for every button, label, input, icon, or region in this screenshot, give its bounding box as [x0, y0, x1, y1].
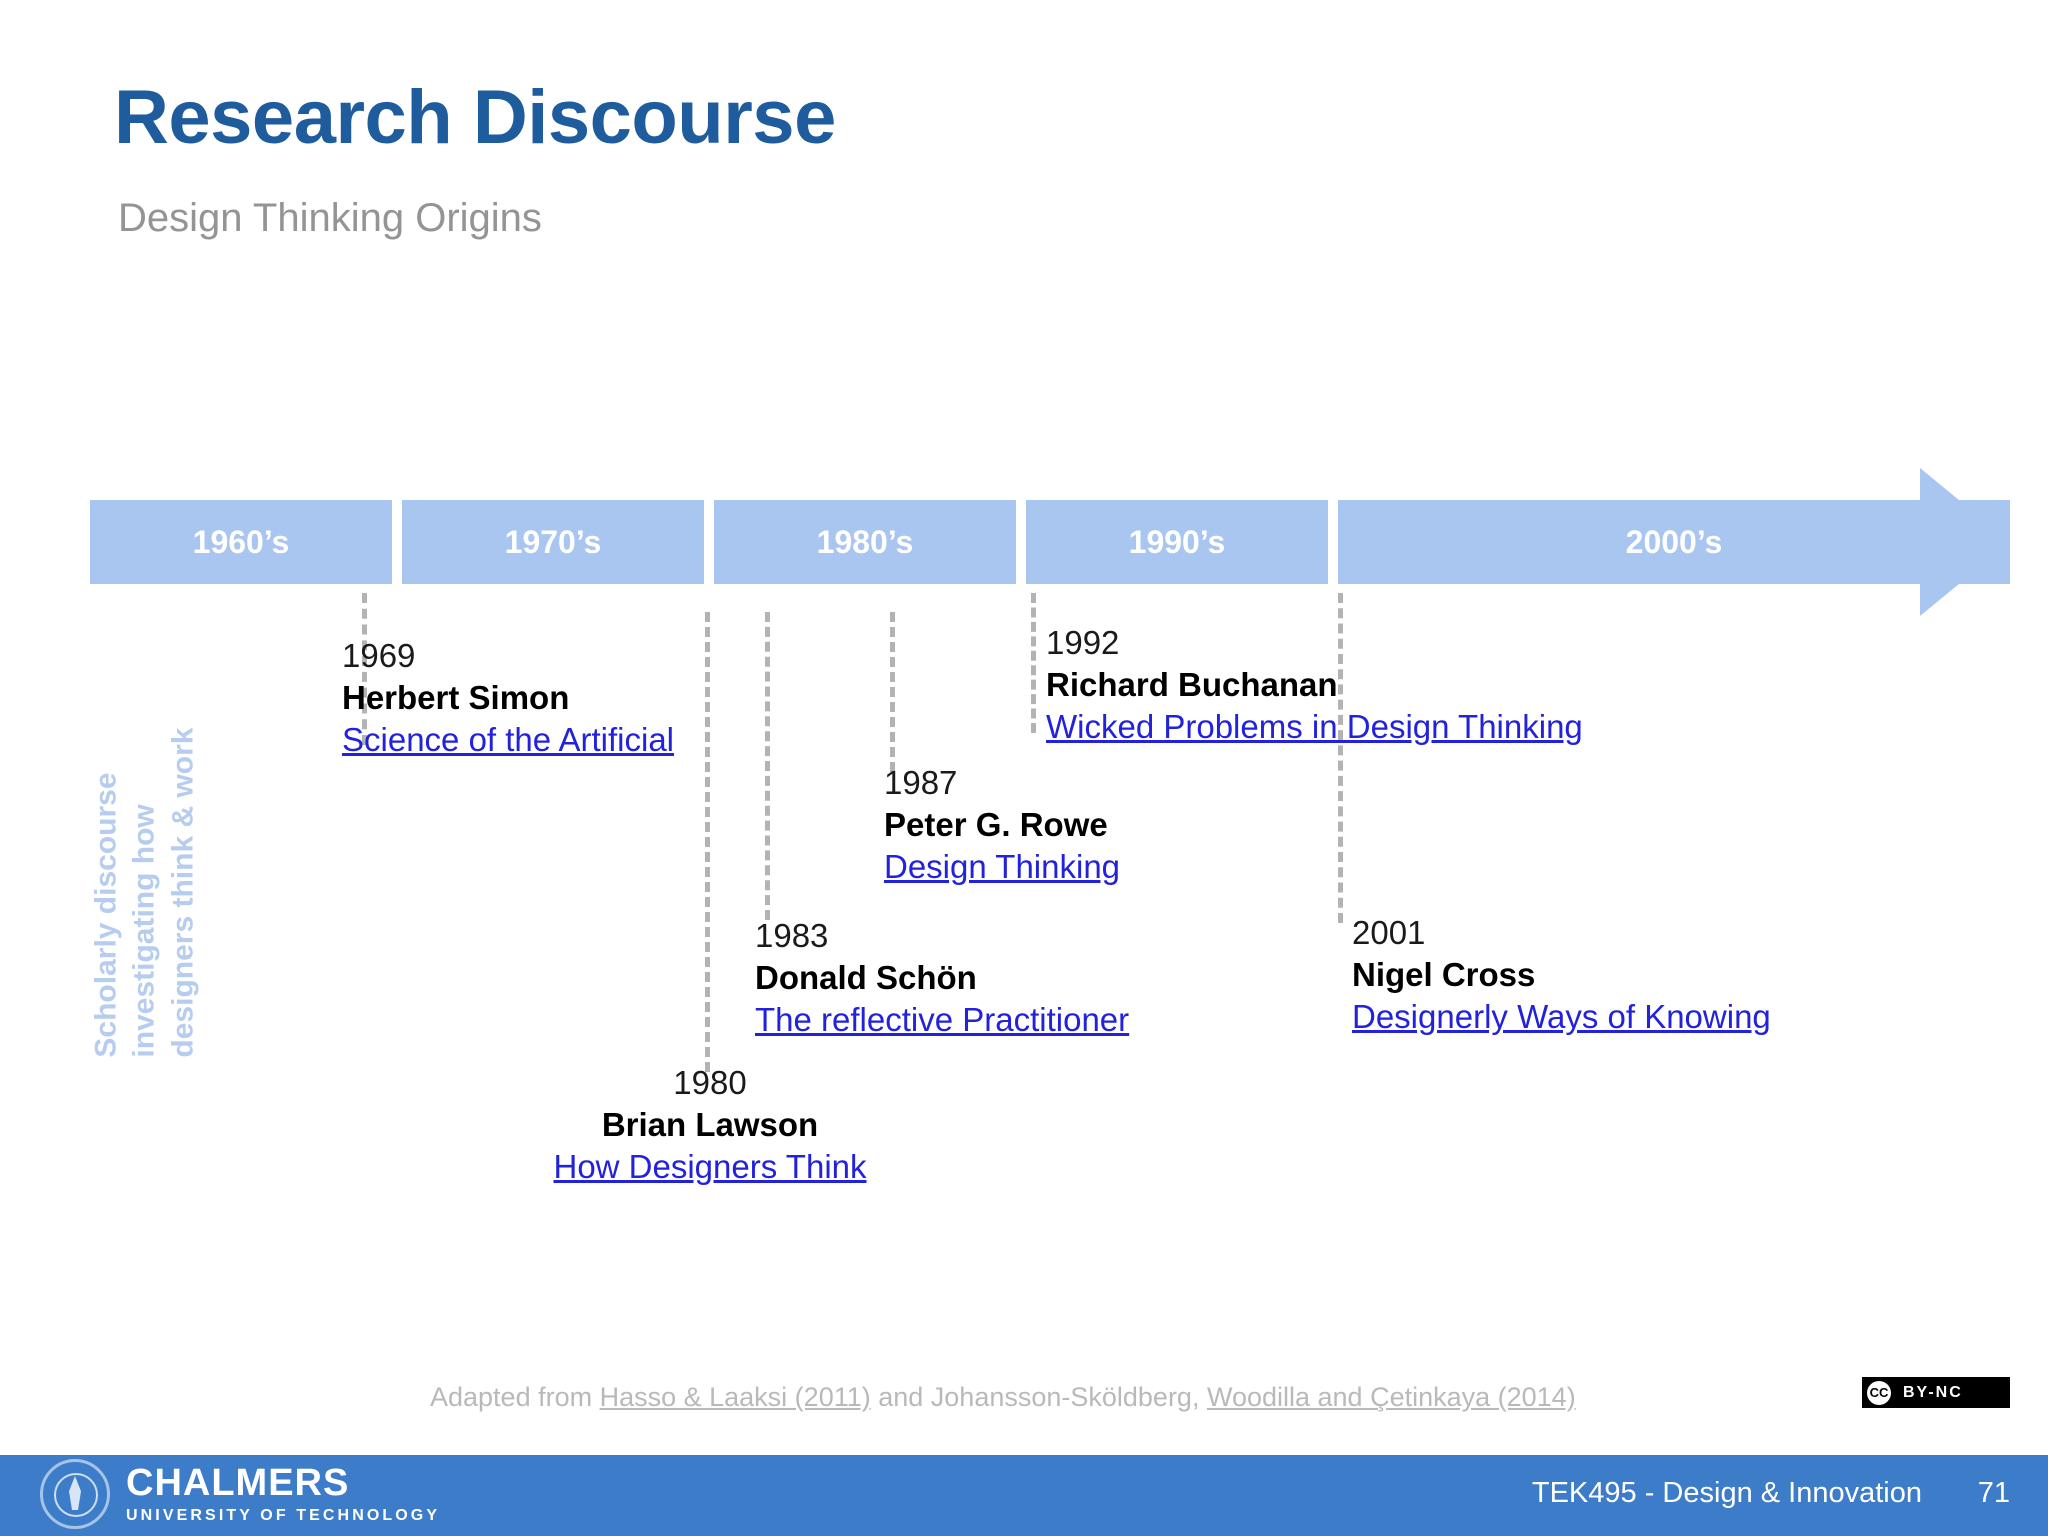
timeline-decade-label: 1990’s: [1128, 523, 1226, 560]
page-subtitle: Design Thinking Origins: [118, 196, 542, 240]
attribution-prefix: Adapted from: [430, 1382, 600, 1412]
timeline-entry-1992: 1992 Richard Buchanan Wicked Problems in…: [1046, 622, 1583, 749]
entry-year: 1980: [673, 1064, 747, 1101]
timeline-decade-1990s[interactable]: 1990’s: [1026, 500, 1328, 584]
timeline-entry-1969: 1969 Herbert Simon Science of the Artifi…: [342, 635, 674, 762]
chalmers-seal-icon: [40, 1459, 110, 1529]
entry-work-link[interactable]: Wicked Problems in Design Thinking: [1046, 708, 1583, 746]
timeline-decade-label: 1980’s: [816, 523, 914, 560]
attribution-source-2-link[interactable]: Woodilla and Çetinkaya (2014): [1206, 1382, 1576, 1412]
timeline-entry-1987: 1987 Peter G. Rowe Design Thinking: [884, 762, 1120, 889]
attribution-note: Adapted from Hasso & Laaksi (2011) and J…: [430, 1382, 1576, 1413]
connector-dash-1980: [705, 612, 714, 1072]
cc-terms-label: BY-NC: [1903, 1383, 1963, 1401]
vertical-axis-label-line-2: investigating how: [127, 804, 161, 1058]
vertical-axis-label: Scholarly discourse investigating how de…: [87, 578, 202, 1058]
timeline-decade-1970s[interactable]: 1970’s: [402, 500, 704, 584]
timeline-decade-label: 1960’s: [192, 523, 290, 560]
entry-work-link[interactable]: The reflective Practitioner: [755, 1001, 1130, 1039]
attribution-source-1-link[interactable]: Hasso & Laaksi (2011): [599, 1382, 871, 1412]
footer-page-number: 71: [1977, 1477, 2010, 1509]
timeline-decade-label: 1970’s: [504, 523, 602, 560]
connector-dash-1969: [362, 593, 371, 745]
timeline-decade-1980s[interactable]: 1980’s: [714, 500, 1016, 584]
footer-course-label: TEK495 - Design & Innovation: [1531, 1477, 1922, 1509]
entry-person: Peter G. Rowe: [884, 806, 1108, 844]
connector-dash-1987: [890, 612, 899, 772]
chalmers-brand-name: CHALMERS: [126, 1462, 350, 1504]
timeline-arrowhead-icon: [1920, 468, 2010, 616]
vertical-axis-label-line-1: Scholarly discourse: [89, 772, 123, 1058]
entry-year: 1983: [755, 917, 829, 954]
timeline-decade-2000s[interactable]: 2000’s: [1338, 500, 2010, 584]
timeline-decade-1960s[interactable]: 1960’s: [90, 500, 392, 584]
vertical-axis-label-line-3: designers think & work: [166, 727, 200, 1058]
timeline-entry-1980: 1980 Brian Lawson How Designers Think: [545, 1062, 875, 1189]
entry-work-link[interactable]: How Designers Think: [553, 1148, 867, 1186]
cc-logo-icon: CC: [1867, 1380, 1891, 1405]
entry-work-link[interactable]: Science of the Artificial: [342, 721, 674, 759]
entry-year: 1969: [342, 637, 416, 674]
timeline-decade-label: 2000’s: [1625, 523, 1723, 560]
chalmers-tagline: UNIVERSITY OF TECHNOLOGY: [126, 1507, 441, 1524]
connector-dash-2001: [1338, 593, 1347, 923]
chalmers-wordmark: CHALMERS UNIVERSITY OF TECHNOLOGY: [126, 1464, 440, 1524]
entry-person: Nigel Cross: [1352, 956, 1536, 994]
footer-bar: CHALMERS UNIVERSITY OF TECHNOLOGY TEK495…: [0, 1455, 2048, 1536]
creative-commons-badge[interactable]: CC BY-NC: [1862, 1377, 2010, 1408]
timeline-arrow: 1960’s 1970’s 1980’s 1990’s 2000’s: [90, 468, 2010, 616]
entry-person: Brian Lawson: [601, 1106, 819, 1144]
page-title: Research Discourse: [114, 75, 836, 160]
chalmers-logo: CHALMERS UNIVERSITY OF TECHNOLOGY: [40, 1459, 440, 1529]
timeline-entry-2001: 2001 Nigel Cross Designerly Ways of Know…: [1352, 912, 1771, 1039]
entry-year: 2001: [1352, 914, 1426, 951]
entry-person: Donald Schön: [755, 959, 977, 997]
connector-dash-1983: [765, 612, 774, 920]
timeline-entry-1983: 1983 Donald Schön The reflective Practit…: [755, 915, 1129, 1042]
entry-year: 1992: [1046, 624, 1120, 661]
connector-dash-1992: [1031, 593, 1040, 733]
entry-person: Richard Buchanan: [1046, 666, 1338, 704]
entry-year: 1987: [884, 764, 958, 801]
attribution-middle: and Johansson-Sköldberg,: [870, 1382, 1207, 1412]
entry-person: Herbert Simon: [342, 679, 570, 717]
entry-work-link[interactable]: Designerly Ways of Knowing: [1352, 998, 1771, 1036]
entry-work-link[interactable]: Design Thinking: [884, 848, 1121, 886]
